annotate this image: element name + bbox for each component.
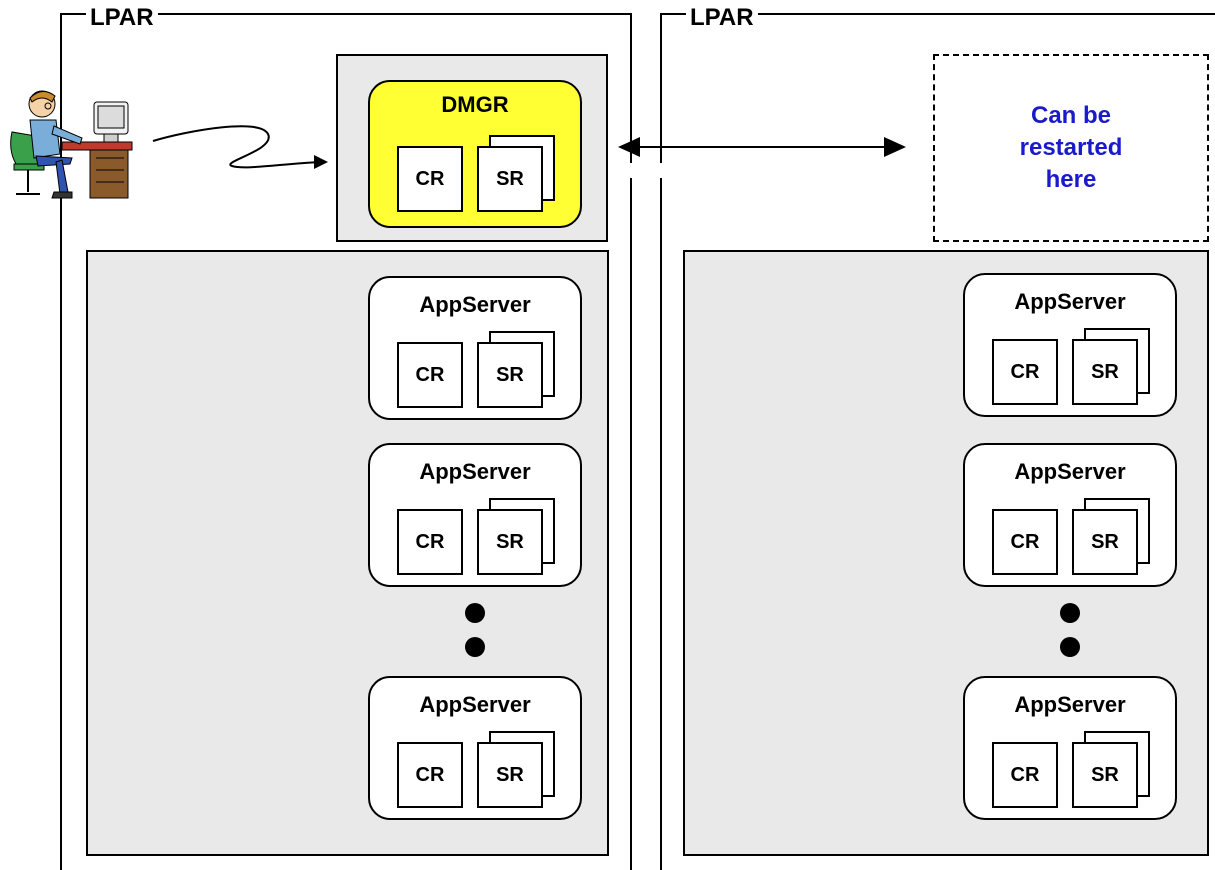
appserver-cr-region: CR [992, 339, 1058, 405]
user-connection-arrow [152, 125, 328, 169]
dmgr-box[interactable]: DMGR CR SR [368, 80, 582, 228]
left-appserver-1[interactable]: AppServer CR SR [368, 276, 582, 420]
appserver-title: AppServer [1014, 692, 1126, 717]
dmgr-cr-region: CR [397, 146, 463, 212]
appserver-title: AppServer [1014, 289, 1126, 314]
appserver-sr-region: SR [1072, 742, 1138, 808]
dmgr-title: DMGR [441, 92, 509, 117]
appserver-sr-region: SR [477, 342, 543, 408]
appserver-title: AppServer [419, 459, 531, 484]
appserver-sr-region: SR [477, 509, 543, 575]
dmgr-sr-region: SR [477, 146, 543, 212]
ellipsis-dot [465, 637, 485, 657]
appserver-cr-region: CR [992, 509, 1058, 575]
appserver-title: AppServer [1014, 459, 1126, 484]
appserver-sr-region: SR [477, 742, 543, 808]
ellipsis-dot [465, 603, 485, 623]
restart-target-box: Can be restarted here [933, 54, 1209, 242]
appserver-cr-region: CR [397, 342, 463, 408]
appserver-sr-region: SR [1072, 339, 1138, 405]
ellipsis-dot [1060, 603, 1080, 623]
appserver-sr-region: SR [1072, 509, 1138, 575]
appserver-title: AppServer [419, 292, 531, 317]
left-appserver-3[interactable]: AppServer CR SR [368, 676, 582, 820]
lpar-left-title: LPAR [86, 6, 158, 30]
lpar-right-title: LPAR [686, 6, 758, 30]
right-appserver-2[interactable]: AppServer CR SR [963, 443, 1177, 587]
appserver-cr-region: CR [397, 742, 463, 808]
user-at-computer-icon [10, 90, 133, 199]
appserver-title: AppServer [419, 692, 531, 717]
restart-double-arrow [618, 137, 906, 157]
appserver-cr-region: CR [397, 509, 463, 575]
left-appserver-2[interactable]: AppServer CR SR [368, 443, 582, 587]
right-appserver-1[interactable]: AppServer CR SR [963, 273, 1177, 417]
ellipsis-dot [1060, 637, 1080, 657]
right-appserver-3[interactable]: AppServer CR SR [963, 676, 1177, 820]
appserver-cr-region: CR [992, 742, 1058, 808]
